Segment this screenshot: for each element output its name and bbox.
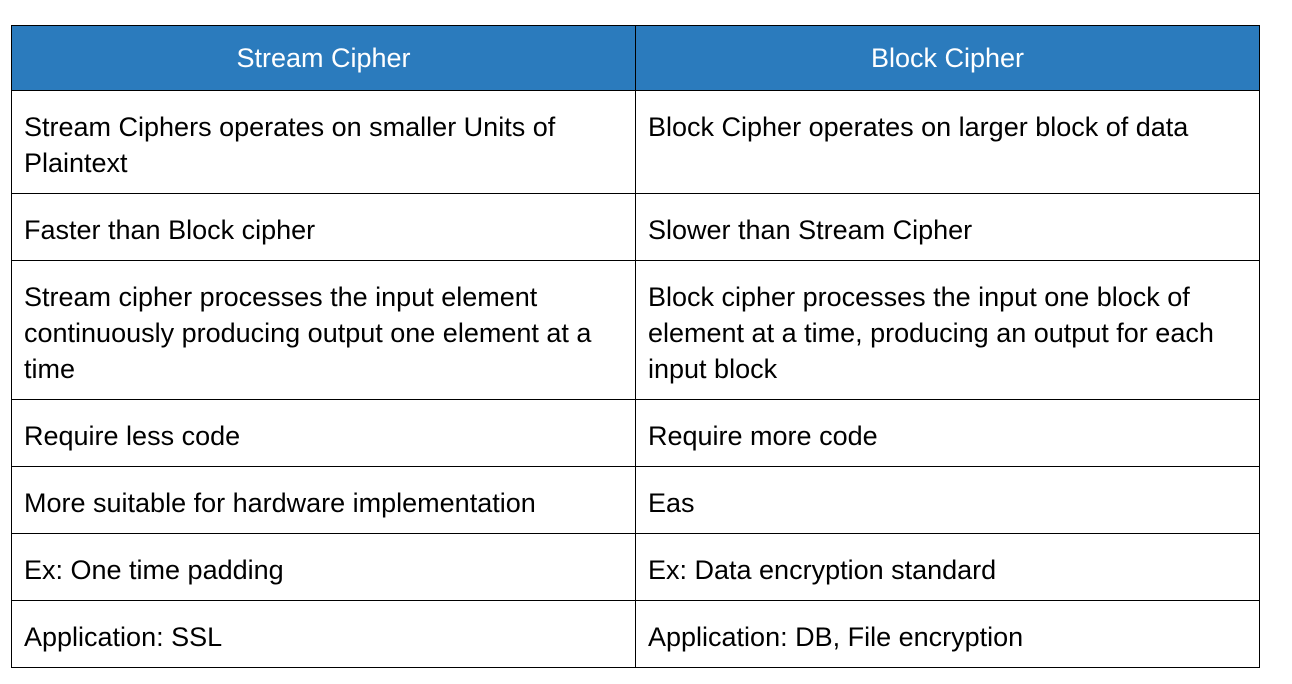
table-row: Require less code Require more code — [11, 399, 1260, 467]
block-cipher-cell: Block Cipher operates on larger block of… — [635, 90, 1260, 194]
stream-cipher-cell: Ex: One time padding — [11, 533, 636, 601]
stream-cipher-cell: Require less code — [11, 399, 636, 467]
comparison-table: Stream Cipher Block Cipher Stream Cipher… — [11, 25, 1260, 668]
table-row: Application: SSL Application: DB, File e… — [11, 600, 1260, 668]
table-row: Stream cipher processes the input elemen… — [11, 260, 1260, 400]
table-row: Stream Ciphers operates on smaller Units… — [11, 90, 1260, 194]
block-cipher-cell: Block cipher processes the input one blo… — [635, 260, 1260, 400]
comparison-table-container: Stream Cipher Block Cipher Stream Cipher… — [11, 25, 1260, 668]
block-cipher-cell: Application: DB, File encryption — [635, 600, 1260, 668]
stream-cipher-cell: More suitable for hardware implementatio… — [11, 466, 636, 534]
header-row: Stream Cipher Block Cipher — [11, 25, 1260, 91]
block-cipher-cell: Slower than Stream Cipher — [635, 193, 1260, 261]
header-stream-cipher: Stream Cipher — [11, 25, 636, 91]
header-block-cipher: Block Cipher — [635, 25, 1260, 91]
table-row: Ex: One time padding Ex: Data encryption… — [11, 533, 1260, 601]
table-row: Faster than Block cipher Slower than Str… — [11, 193, 1260, 261]
table-row: More suitable for hardware implementatio… — [11, 466, 1260, 534]
stream-cipher-cell: Faster than Block cipher — [11, 193, 636, 261]
stream-cipher-cell: Stream cipher processes the input elemen… — [11, 260, 636, 400]
block-cipher-cell: Require more code — [635, 399, 1260, 467]
block-cipher-cell: Eas — [635, 466, 1260, 534]
stream-cipher-cell: Application: SSL — [11, 600, 636, 668]
stream-cipher-cell: Stream Ciphers operates on smaller Units… — [11, 90, 636, 194]
block-cipher-cell: Ex: Data encryption standard — [635, 533, 1260, 601]
